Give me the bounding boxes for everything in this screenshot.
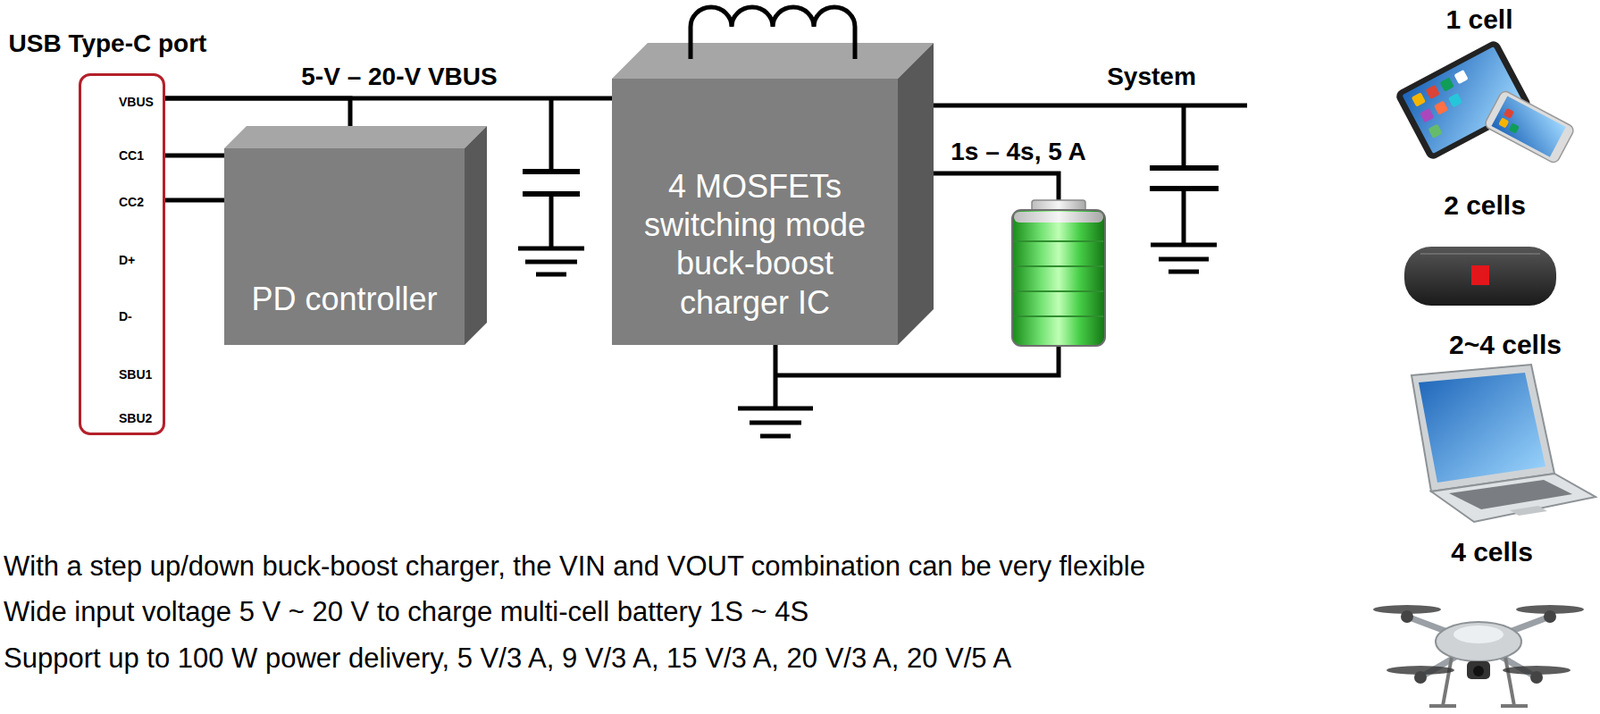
app-icon [1498,117,1509,128]
device-label: 2 cells [1443,189,1526,222]
edge-label: 5-V – 20-V VBUS [301,61,497,93]
box-label: PD controller [251,279,437,319]
pin-name: CC1 [118,148,144,164]
app-icon [1448,92,1463,108]
box-side-face [464,125,487,345]
box-top-face [224,125,487,149]
wire-connector [165,198,225,203]
ground-symbol [1150,244,1217,272]
note-line: Support up to 100 W power delivery, 5 V/… [3,641,1012,675]
pin-name: D+ [118,252,135,269]
rail-label: System [1106,61,1197,93]
drone-lens [1473,665,1484,677]
ground-symbol [737,408,813,436]
device-label: 2 cells [1443,189,1526,222]
laptop-lid [1411,364,1555,492]
drone-dome [1453,625,1504,644]
drone-motor [1530,670,1543,684]
speaker-picture [1404,246,1557,306]
phone-frame [1483,89,1576,165]
phone-picture [1483,89,1576,165]
drone-motor [1414,670,1427,684]
box-label: 4 MOSFETs switching mode buck-boost char… [633,167,877,322]
app-icon [1508,122,1520,134]
box-label: PD controller [251,279,437,319]
device-label: 1 cell [1445,3,1513,36]
pin-name: D- [118,309,133,325]
ground-wire [775,344,1059,409]
pin-name: CC1 [118,148,144,164]
battery-label: 1s – 4s, 5 A [950,136,1087,168]
app-icon [1440,76,1455,92]
laptop-base [1431,473,1596,522]
phone-screen [1491,95,1567,157]
app-icon [1428,124,1443,139]
drone-body [1435,621,1522,662]
device-label: 1 cell [1445,3,1513,36]
pin-name: VBUS [118,94,154,110]
rail-label: System [1106,61,1197,93]
laptop-screen [1418,372,1546,483]
speaker-logo [1471,265,1490,285]
app-icon [1419,108,1434,123]
port-heading: USB Type-C port [8,28,208,59]
system-rail [933,103,1248,109]
pin-name: D+ [118,252,135,269]
note-line: Support up to 100 W power delivery, 5 V/… [3,641,1012,675]
device-label: 2~4 cells [1449,328,1562,361]
pin-name: D- [118,309,133,325]
device-label: 4 cells [1450,536,1533,569]
battery-top-band [1013,211,1104,223]
laptop-keyboard [1449,479,1573,510]
controller-box: PD controller [224,148,465,345]
note-line: With a step up/down buck-boost charger, … [3,549,1146,583]
pin-name: SBU2 [118,410,152,427]
box-side-face [897,42,934,345]
pin-name: CC2 [118,194,144,210]
charger-box: 4 MOSFETs switching mode buck-boost char… [611,78,898,345]
drone-motor [1400,610,1414,623]
battery-label: 1s – 4s, 5 A [950,136,1087,168]
inductor-symbol [690,7,855,59]
app-icon [1453,69,1468,84]
wire-connector [165,153,225,159]
app-icon [1503,108,1515,119]
battery-segment-line [1013,241,1104,317]
drone-motor [1543,610,1557,623]
device-label: 2~4 cells [1449,328,1562,361]
port-heading: USB Type-C port [8,28,208,59]
app-icon [1411,92,1426,107]
box-label: 4 MOSFETs switching mode buck-boost char… [633,167,877,322]
app-icon [1433,100,1449,116]
speaker-highlight [1420,252,1541,255]
capacitor-symbol [1149,167,1219,189]
capacitor-lead [1181,105,1187,245]
drone-leg [1429,656,1528,706]
usb-port: USB Type-C portVBUSCC1CC2D+D-SBU1SBU2 [78,73,166,436]
note-line: With a step up/down buck-boost charger, … [3,549,1146,583]
battery-wire [933,173,1059,202]
pin-name: SBU1 [118,367,152,383]
app-icon [1425,84,1441,100]
pin-name: SBU1 [118,367,152,383]
pin-name: VBUS [118,94,154,110]
drone-camera [1466,661,1491,679]
ground-symbol [518,248,585,275]
capacitor-symbol [522,171,580,194]
pin-name: SBU2 [118,410,152,427]
pin-name: CC2 [118,194,144,210]
note-line: Wide input voltage 5 V ~ 20 V to charge … [3,594,809,629]
note-line: Wide input voltage 5 V ~ 20 V to charge … [3,594,809,629]
device-label: 4 cells [1450,536,1533,569]
box-top-face [611,42,934,79]
battery-body [1012,209,1106,346]
edge-label: 5-V – 20-V VBUS [301,61,497,93]
laptop-touchpad [1509,505,1548,516]
